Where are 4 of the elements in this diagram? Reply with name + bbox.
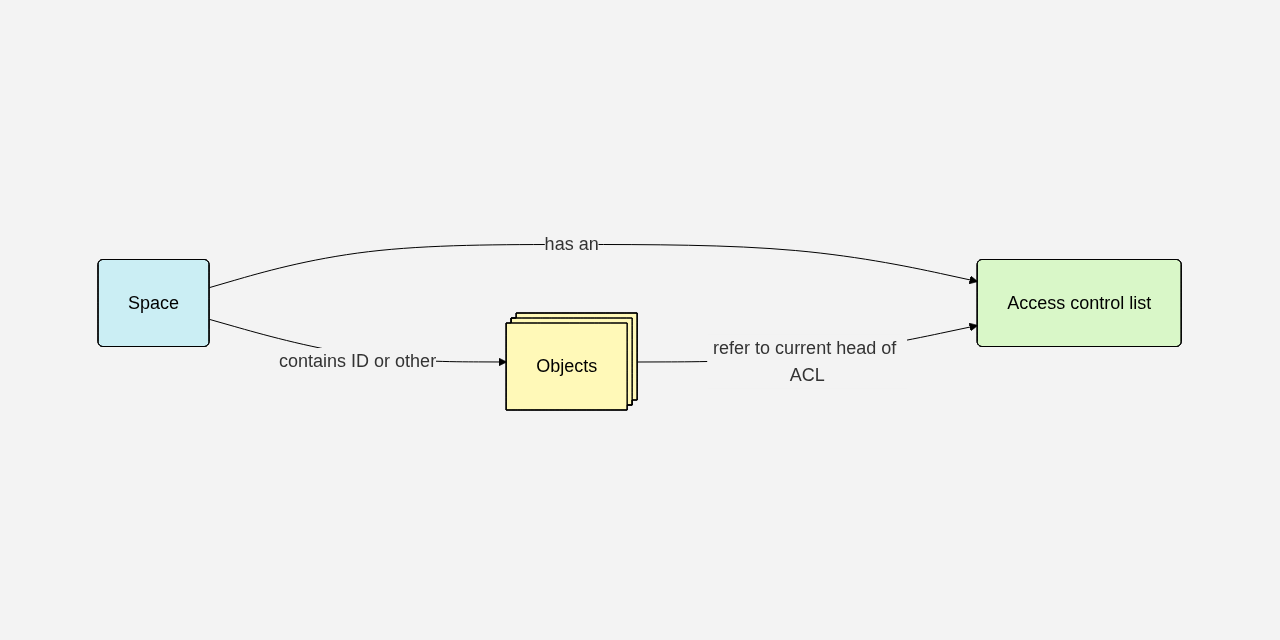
edge-label: has an: [545, 233, 600, 254]
edge-label: refer to current head of ACL: [713, 337, 897, 384]
edge-label: contains ID or other: [279, 350, 437, 371]
arrow: [209, 243, 979, 288]
